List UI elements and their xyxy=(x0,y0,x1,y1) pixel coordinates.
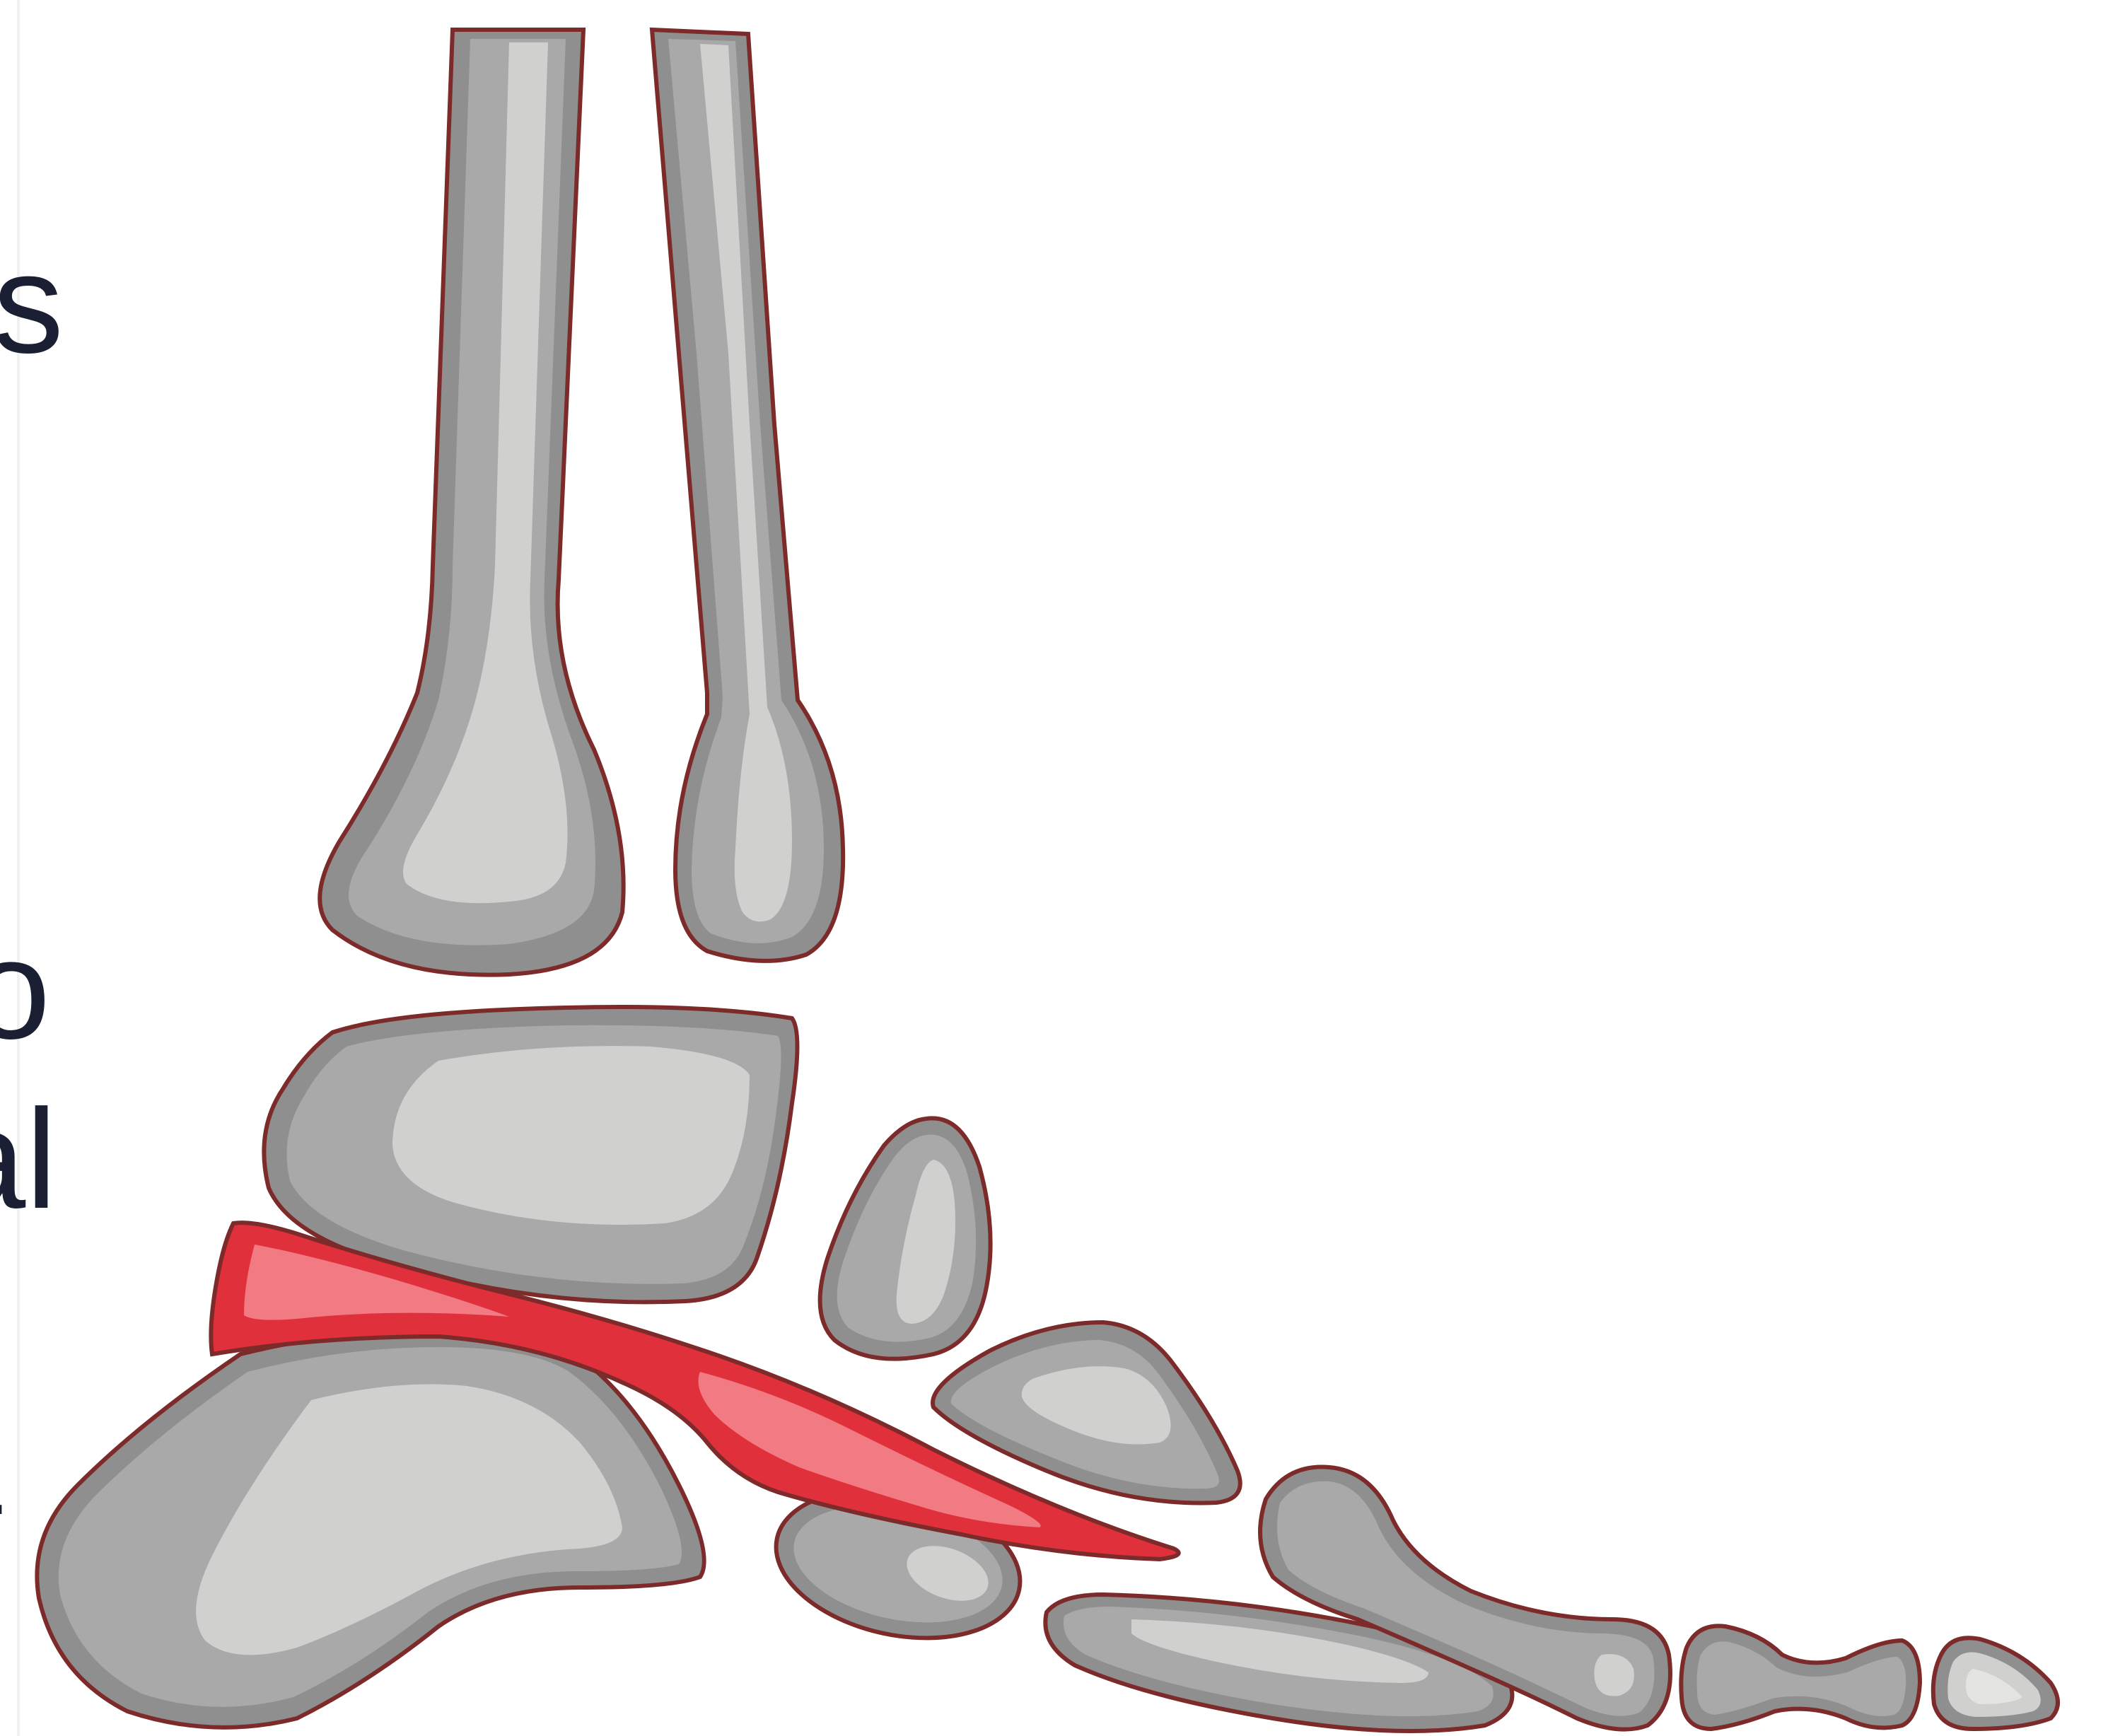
middle-phalanx-bone-icon xyxy=(1681,1626,1920,1729)
calcaneus-bone-icon xyxy=(37,1329,704,1728)
distal-phalanx-bone-icon xyxy=(1933,1638,2058,1729)
navicular-bone-icon xyxy=(820,1118,991,1358)
fibula-bone-icon xyxy=(652,30,843,961)
tibia-bone-icon xyxy=(320,30,623,975)
